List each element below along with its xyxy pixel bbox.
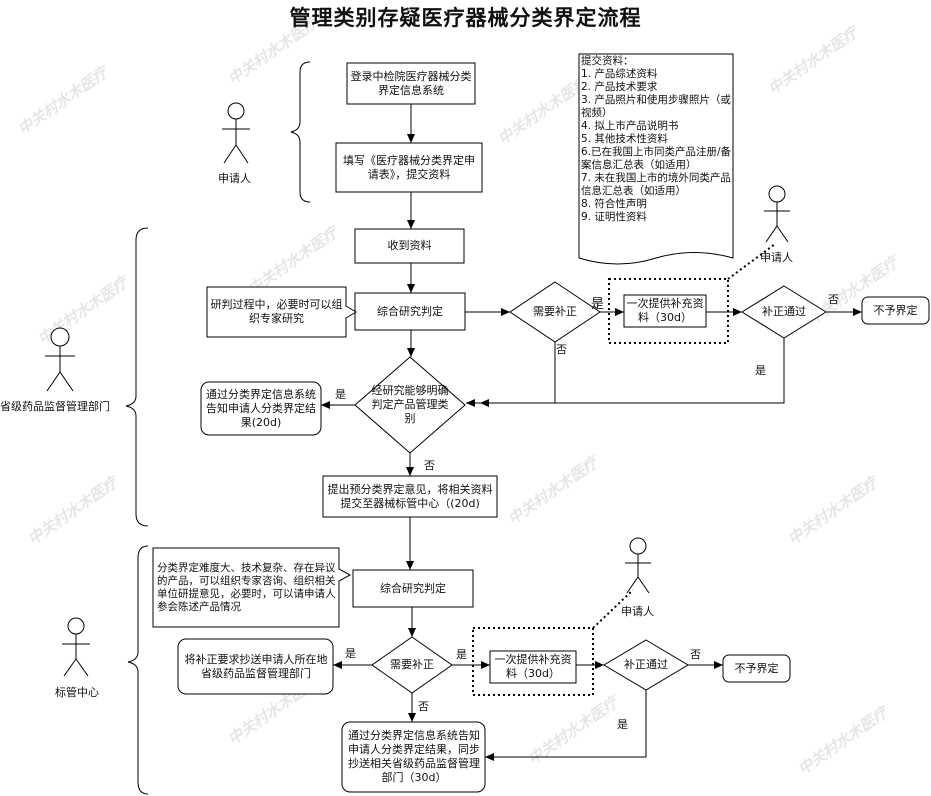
- arrow-pass2-yes: [485, 690, 647, 761]
- edge-label-yes: 是: [617, 718, 628, 731]
- documents-note-item: 7. 未在我国上市的境外同类产品信息汇总表（如适用）: [581, 172, 731, 197]
- brace-center: [127, 545, 149, 795]
- edge-label-no: 否: [556, 343, 567, 356]
- arrow-pass1-yes: [480, 338, 785, 407]
- supp-pass2-label: 补正通过: [624, 658, 668, 671]
- edge-label-yes: 是: [335, 388, 346, 401]
- documents-note-item: 5. 其他技术性资料: [581, 133, 668, 145]
- need-supp1-label: 需要补正: [533, 305, 577, 318]
- supp-once2-box: [489, 650, 577, 684]
- applicant-actor-icon: [222, 102, 250, 164]
- supp-once1-box: [623, 294, 707, 328]
- edge-label-no: 否: [828, 293, 839, 306]
- note-difficult-callout: [152, 547, 352, 628]
- applicant-actor-label-3: 申请人: [621, 605, 654, 618]
- reject2-box: [722, 654, 791, 683]
- documents-note-item: 6.已在我国上市同类产品注册/备案信息汇总表（如适用）: [581, 146, 732, 171]
- can-determine-label: 经研究能够明确判定产品管理类别: [371, 384, 449, 425]
- documents-note-item: 1. 产品综述资料: [581, 68, 658, 80]
- documents-note-shape: [578, 53, 734, 265]
- documents-note: 提交资料： 1. 产品综述资料 2. 产品技术要求 3. 产品照片和使用步骤照片…: [581, 55, 733, 224]
- documents-note-heading: 提交资料：: [581, 55, 634, 67]
- research2-box: [352, 569, 474, 608]
- edge-label-yes: 是: [456, 648, 467, 661]
- notify-result1-label: 通过分类界定信息系统告知申请人分类界定结果(20d): [206, 387, 316, 429]
- reject1-box: [861, 296, 930, 325]
- applicant-actor-icon-2: [764, 185, 790, 243]
- research1-label: 综合研究判定: [377, 304, 443, 318]
- edge-label-no: 否: [418, 700, 429, 713]
- research1-box: [354, 292, 466, 331]
- note-expert-callout: [206, 286, 357, 338]
- fill-form-box: [335, 142, 483, 193]
- cc-provincial-label: 将补正要求抄送申请人所在地省级药品监督管理部门: [184, 652, 328, 680]
- forward-center-label: 提出预分类界定意见，将相关资料提交至器械标管中心（(20d): [327, 482, 493, 510]
- documents-note-item: 9. 证明性资料: [581, 211, 647, 223]
- supp-once1-label: 一次提供补充资料（30d）: [626, 297, 704, 324]
- edge-label-yes: 是: [345, 647, 356, 660]
- applicant-actor-label: 申请人: [218, 172, 251, 185]
- applicant-actor-label-2: 申请人: [760, 251, 793, 264]
- supp1-highlight: [608, 278, 729, 344]
- edge-label-no: 否: [690, 648, 701, 661]
- documents-note-item: 3. 产品照片和使用步骤照片（或视频）: [581, 94, 731, 119]
- brace-provincial: [125, 227, 149, 527]
- supp-once2-label: 一次提供补充资料（30d）: [494, 653, 572, 680]
- provincial-actor-label: 省级药品监督管理部门: [0, 400, 110, 413]
- login-box: [346, 62, 476, 105]
- receive-box: [354, 228, 465, 264]
- brace-applicant: [290, 61, 311, 203]
- arrow-need1-no: [466, 342, 556, 407]
- edge-label-yes: 是: [591, 297, 605, 312]
- reject2-label: 不予界定: [734, 661, 779, 675]
- note-expert-label: 研判过程中，必要时可以组织专家研究: [210, 298, 343, 325]
- provincial-actor-icon: [45, 327, 75, 392]
- reject1-label: 不予界定: [873, 303, 918, 317]
- login-label: 登录中检院医疗器械分类界定信息系统: [350, 69, 472, 97]
- documents-note-item: 8. 符合性声明: [581, 198, 647, 210]
- edge-label-yes: 是: [755, 364, 766, 377]
- research2-label: 综合研究判定: [380, 581, 446, 595]
- center-actor-icon: [62, 617, 90, 677]
- center-actor-label: 标管中心: [55, 686, 99, 699]
- supp2-highlight: [472, 627, 594, 696]
- applicant-actor-icon-3: [625, 537, 651, 594]
- note-difficult-label: 分类界定难度大、技术复杂、存在异议的产品，可以组织专家咨询、组织相关单位研提意见…: [157, 561, 336, 613]
- edge-label-no: 否: [424, 459, 435, 472]
- diagram-title: 管理类别存疑医疗器械分类界定流程: [289, 6, 642, 30]
- final-notify-label: 通过分类界定信息系统告知申请人分类界定结果，同步抄送相关省级药品监督管理部门（3…: [348, 729, 480, 784]
- need-supp2-label: 需要补正: [390, 658, 434, 671]
- fill-form-label: 填写《医疗器械分类界定申请表》，提交资料: [343, 153, 475, 181]
- supp-pass1-label: 补正通过: [762, 305, 806, 318]
- forward-center-box: [322, 475, 498, 518]
- documents-note-item: 2. 产品技术要求: [581, 81, 658, 93]
- receive-label: 收到资料: [387, 239, 432, 252]
- documents-note-item: 4. 拟上市产品说明书: [581, 120, 679, 132]
